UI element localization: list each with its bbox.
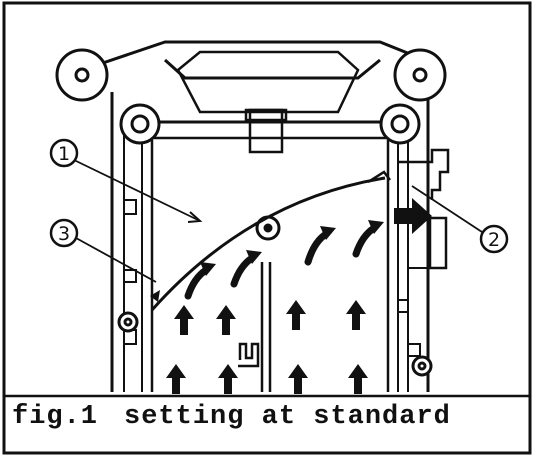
curved-arrow-1 — [184, 266, 210, 300]
push-arrow-icon — [394, 198, 432, 234]
pivot-icon — [255, 215, 281, 241]
airflow-arrow-icon — [348, 364, 368, 394]
pulley-top-right — [393, 48, 447, 102]
airflow-arrow-icon — [166, 364, 186, 394]
airflow-arrow-icon — [216, 305, 236, 335]
airflow-arrow-icon — [346, 300, 366, 330]
right-notch-1 — [397, 299, 408, 313]
leader-2 — [411, 185, 483, 233]
figure-caption: fig.1 setting at standard — [12, 402, 451, 432]
figure-caption-text: setting at standard — [124, 402, 451, 432]
pulley-mid-right — [379, 103, 421, 145]
airflow-arrow-icon — [218, 364, 238, 394]
deflector-strip — [150, 176, 386, 311]
svg-text:1: 1 — [58, 143, 70, 165]
pulley-mid-left — [119, 103, 161, 145]
airflow-arrows-up — [166, 300, 368, 394]
leader-1-head — [187, 211, 203, 223]
center-divider — [260, 262, 272, 392]
right-notch-2 — [408, 343, 421, 357]
right-roller — [411, 355, 433, 377]
curved-arrow-2 — [230, 254, 256, 288]
top-beam — [87, 40, 446, 70]
leader-3 — [75, 237, 157, 283]
callout-3: 3 — [49, 218, 79, 248]
left-notch-1 — [124, 199, 137, 215]
leader-lines — [73, 159, 483, 283]
callout-1: 1 — [49, 138, 79, 168]
airflow-arrow-icon — [174, 305, 194, 335]
svg-text:2: 2 — [488, 229, 500, 251]
curved-arrow-heads — [200, 220, 384, 276]
top-window — [176, 50, 360, 114]
left-notch-2 — [124, 269, 137, 283]
strip-end-clip-right — [367, 170, 391, 184]
figure-label: fig.1 — [12, 402, 99, 432]
pulley-top-left — [55, 48, 109, 102]
right-slot — [428, 216, 448, 270]
right-bracket — [398, 148, 450, 200]
left-roller — [117, 311, 139, 333]
strip-end-clip-left — [150, 290, 160, 302]
svg-text:3: 3 — [58, 223, 70, 245]
airflow-arrow-icon — [286, 300, 306, 330]
spring-clip-icon — [238, 342, 260, 368]
center-block — [248, 108, 284, 154]
airflow-arrows-curved — [184, 224, 378, 300]
leader-1 — [73, 159, 199, 221]
curved-arrow-3 — [304, 230, 330, 266]
curved-arrow-4 — [352, 224, 378, 258]
top-beam-inner — [163, 58, 381, 80]
pulleys — [55, 48, 447, 377]
machine-frame — [87, 40, 450, 392]
airflow-arrow-icon — [288, 364, 308, 394]
center-block-cap — [244, 108, 288, 122]
callout-2: 2 — [479, 224, 509, 254]
